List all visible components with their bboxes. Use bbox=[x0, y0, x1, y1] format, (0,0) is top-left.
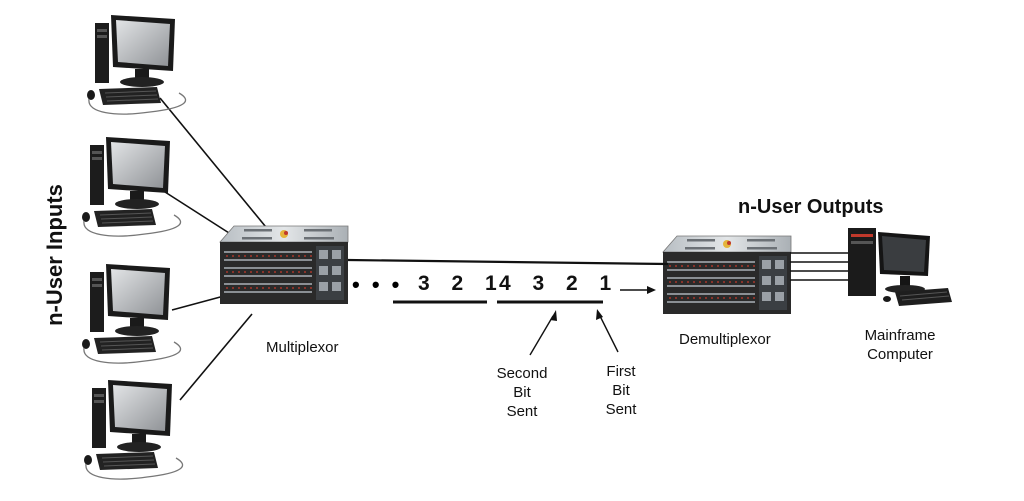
second-label-line-2: Bit bbox=[513, 384, 531, 401]
input-connection-lines bbox=[159, 97, 271, 401]
user-computer-1 bbox=[86, 14, 187, 115]
bit-group-a: 3 2 1 bbox=[418, 272, 505, 295]
direction-arrow-icon bbox=[620, 286, 656, 294]
second-bit-pointer-arrow bbox=[529, 310, 557, 356]
n-user-inputs-label: n-User Inputs bbox=[42, 184, 67, 326]
mainframe-computer-label: Mainframe Computer bbox=[850, 326, 950, 364]
user-computer-3 bbox=[81, 263, 182, 364]
bit-stream-ellipsis: • • • bbox=[352, 272, 403, 297]
second-label-line-3: Sent bbox=[506, 403, 538, 420]
multiplexor-device bbox=[219, 225, 349, 305]
user-computer-2 bbox=[81, 136, 182, 237]
demultiplexor-label: Demultiplexor bbox=[679, 331, 771, 348]
mainframe-label-line-1: Mainframe bbox=[864, 327, 936, 344]
n-user-outputs-label: n-User Outputs bbox=[738, 196, 884, 218]
first-label-line-1: First bbox=[606, 363, 636, 380]
bit-group-b: 4 3 2 1 bbox=[499, 272, 620, 295]
multiplexor-label: Multiplexor bbox=[266, 339, 339, 356]
first-bit-pointer-arrow bbox=[596, 309, 619, 353]
demultiplexor-device bbox=[662, 235, 792, 315]
trunk-line bbox=[347, 258, 669, 266]
first-label-line-2: Bit bbox=[612, 382, 630, 399]
first-label-line-3: Sent bbox=[605, 401, 637, 418]
output-connection-lines bbox=[790, 252, 852, 281]
second-label-line-1: Second bbox=[496, 365, 548, 382]
user-computer-4 bbox=[83, 379, 184, 480]
mainframe-computer bbox=[848, 228, 952, 306]
second-bit-sent-label: Second Bit Sent bbox=[487, 364, 557, 421]
mainframe-label-line-2: Computer bbox=[867, 346, 933, 363]
first-bit-sent-label: First Bit Sent bbox=[598, 362, 644, 419]
